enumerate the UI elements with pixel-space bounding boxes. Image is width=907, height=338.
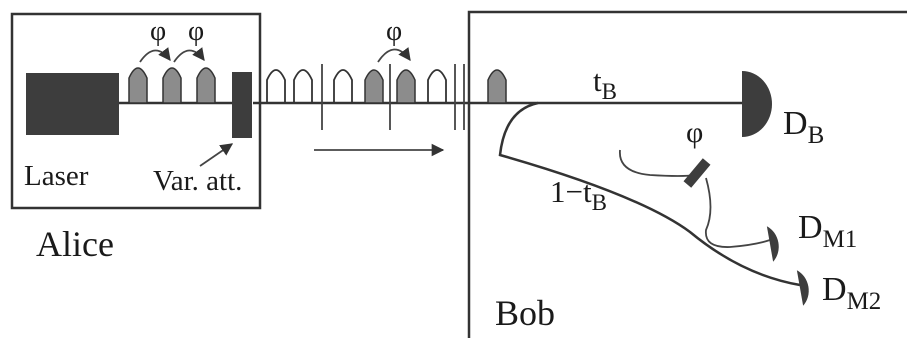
- phase-arc-alice-1: [139, 47, 171, 63]
- pulse-empty-2: [293, 69, 313, 103]
- bob-frame: [467, 10, 907, 338]
- detector-dm1: [766, 226, 779, 262]
- attenuator-block: [232, 72, 252, 138]
- monitor-label: 1−tB: [550, 174, 607, 215]
- pulse-alice-2: [162, 67, 182, 104]
- phase-arc-channel: [377, 47, 411, 63]
- interferometer-upper-arm: [619, 149, 696, 177]
- phase-label-alice-1: φ: [150, 16, 166, 47]
- phase-label-alice-2: φ: [188, 16, 204, 47]
- pulse-channel-2: [396, 69, 416, 104]
- pulse-alice-1: [128, 67, 148, 104]
- attenuator-arrow: [199, 143, 234, 167]
- detector-dm1-label: DM1: [798, 209, 857, 253]
- laser-label: Laser: [24, 160, 89, 192]
- phase-label-channel: φ: [386, 16, 402, 47]
- detector-db-label: DB: [783, 105, 824, 149]
- pulse-channel-1: [364, 69, 384, 104]
- pulse-channel-3: [487, 69, 507, 104]
- monitor-fiber: [498, 101, 801, 287]
- bob-phase-modulator: [683, 158, 711, 188]
- phase-arc-alice-2: [173, 47, 205, 63]
- detector-db: [742, 71, 772, 137]
- pulse-empty-4: [427, 69, 447, 103]
- laser-block: [26, 73, 119, 135]
- interferometer-lower-arm: [705, 177, 771, 248]
- pulse-empty-3: [333, 69, 353, 103]
- bob-label: Bob: [495, 293, 555, 333]
- attenuator-label: Var. att.: [153, 165, 242, 197]
- pulse-empty-1: [266, 69, 286, 103]
- alice-label: Alice: [36, 224, 114, 264]
- bob-phase-label: φ: [686, 116, 703, 149]
- detector-dm2-label: DM2: [822, 271, 881, 315]
- detector-dm2: [796, 270, 809, 306]
- pulse-alice-3: [196, 67, 216, 104]
- transmission-label: tB: [593, 63, 617, 104]
- alice-box: [10, 12, 262, 210]
